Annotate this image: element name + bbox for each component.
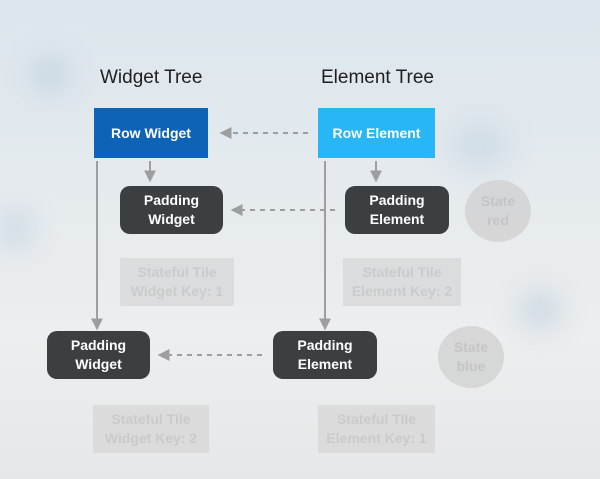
padding-widget-top-line2: Widget — [148, 211, 195, 227]
padding-widget-node-bottom: Padding Widget — [47, 331, 150, 379]
stateful-tile-widget-1-line2: Widget Key: 1 — [130, 283, 224, 299]
widget-tree-heading: Widget Tree — [100, 67, 203, 88]
state-blue-line2: blue — [456, 358, 486, 374]
state-red-circle: State red — [465, 180, 531, 242]
padding-widget-node-top: Padding Widget — [120, 186, 223, 234]
padding-element-top-line2: Element — [369, 211, 425, 227]
stateful-tile-widget-1-line1: Stateful Tile — [137, 264, 217, 280]
row-element-node: Row Element — [318, 108, 435, 158]
background-blob — [30, 55, 70, 95]
row-widget-node: Row Widget — [94, 108, 208, 158]
padding-widget-top-line1: Padding — [143, 192, 200, 208]
row-element-label: Row Element — [332, 124, 421, 141]
state-blue-line1: State — [453, 339, 489, 355]
state-blue-circle: State blue — [438, 326, 504, 388]
padding-widget-bottom-line2: Widget — [75, 356, 122, 372]
stateful-tile-element-2-line2: Element Key: 2 — [351, 283, 453, 299]
background-blob — [450, 120, 510, 170]
padding-widget-bottom-line1: Padding — [70, 337, 127, 353]
element-tree-heading: Element Tree — [321, 67, 434, 88]
padding-element-top-line1: Padding — [369, 192, 425, 208]
background-blob — [520, 290, 560, 330]
stateful-tile-element-1-line2: Element Key: 1 — [326, 430, 427, 446]
row-widget-label: Row Widget — [111, 124, 191, 141]
stateful-tile-element-key-2: Stateful Tile Element Key: 2 — [343, 258, 461, 306]
padding-element-bottom-line2: Element — [297, 356, 353, 372]
stateful-tile-element-1-line1: Stateful Tile — [336, 411, 417, 427]
stateful-tile-widget-key-1: Stateful Tile Widget Key: 1 — [120, 258, 234, 306]
padding-element-bottom-line1: Padding — [297, 337, 353, 353]
stateful-tile-element-key-1: Stateful Tile Element Key: 1 — [318, 405, 435, 453]
stateful-tile-widget-key-2: Stateful Tile Widget Key: 2 — [93, 405, 209, 453]
background-blob — [0, 210, 30, 250]
state-red-line2: red — [487, 212, 509, 228]
stateful-tile-widget-2-line1: Stateful Tile — [111, 411, 191, 427]
padding-element-node-top: Padding Element — [345, 186, 449, 234]
stateful-tile-element-2-line1: Stateful Tile — [362, 264, 442, 280]
stateful-tile-widget-2-line2: Widget Key: 2 — [104, 430, 198, 446]
padding-element-node-bottom: Padding Element — [273, 331, 377, 379]
state-red-line1: State — [480, 193, 516, 209]
